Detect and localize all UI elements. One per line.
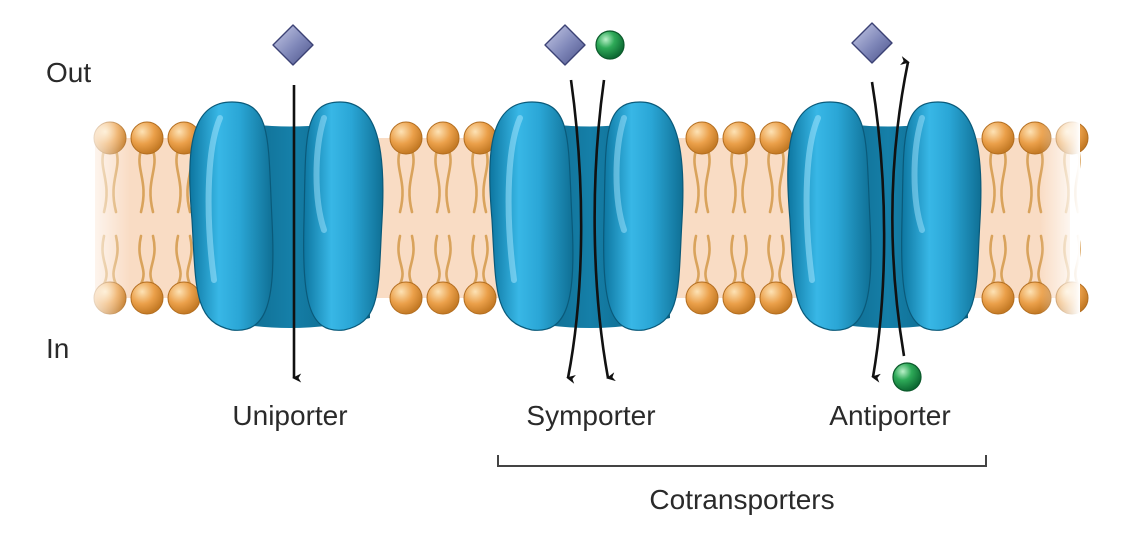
symporter-arrow-diamond	[566, 79, 583, 384]
lipid-head	[722, 121, 756, 155]
transport-arrows	[292, 56, 910, 384]
lipid-head	[722, 281, 756, 315]
transporter-protein	[787, 101, 982, 331]
symporter-label: Symporter	[526, 400, 656, 431]
lipid-head	[981, 121, 1015, 155]
sphere-solute-icon	[892, 362, 922, 392]
lipid-head	[426, 121, 460, 155]
protein-highlight	[613, 115, 627, 233]
antiporter-arrow-out	[891, 56, 910, 357]
lipid-head	[389, 281, 423, 315]
lipid-tail-lower	[730, 234, 748, 286]
protein-highlight	[505, 115, 523, 283]
lipid-tail-lower	[138, 234, 156, 286]
lipid-tail-upper	[138, 148, 156, 214]
uniporter-label: Uniporter	[232, 400, 348, 431]
protein-left-subunit	[787, 101, 872, 331]
sphere-solute-icon	[595, 30, 625, 60]
protein-left-subunit	[489, 101, 574, 331]
lipid-tail-lower	[767, 234, 785, 286]
transport-proteins	[189, 101, 982, 331]
lipid-head	[759, 281, 793, 315]
protein-left-subunit	[189, 101, 274, 331]
lipid-head	[685, 121, 719, 155]
lipid-head	[463, 281, 497, 315]
lipid-head	[130, 121, 164, 155]
cotransporters-label: Cotransporters	[649, 484, 835, 515]
lipid-head	[426, 281, 460, 315]
lipid-tail-upper	[471, 148, 489, 214]
diamond-solute-icon	[272, 24, 314, 66]
protein-highlight	[313, 115, 327, 233]
diamond-solute-icon	[851, 22, 893, 64]
lipid-tail-lower	[989, 234, 1007, 286]
symporter-arrow-sphere	[593, 79, 616, 382]
protein-highlight	[911, 115, 925, 233]
lipid-tail-upper	[989, 148, 1007, 214]
lipid-head	[167, 281, 201, 315]
lipid-tail-upper	[434, 148, 452, 214]
lipid-tail-upper	[767, 148, 785, 214]
in-label: In	[46, 333, 70, 364]
diamond-solute-icon	[544, 24, 586, 66]
protein-right-subunit	[901, 101, 982, 331]
protein-highlight	[205, 115, 223, 283]
membrane-fade-right	[1040, 110, 1080, 325]
lipid-tail-lower	[434, 234, 452, 286]
lipid-tail-lower	[693, 234, 711, 286]
protein-right-subunit	[603, 101, 684, 331]
solute-molecules	[272, 22, 922, 392]
protein-right-subunit	[303, 101, 384, 331]
lipid-tail-lower	[471, 234, 489, 286]
lipid-tail-lower	[175, 234, 193, 286]
transporter-protein	[189, 101, 384, 331]
transporter-protein	[489, 101, 684, 331]
lipid-head	[685, 281, 719, 315]
antiporter-label: Antiporter	[829, 400, 951, 431]
out-label: Out	[46, 57, 92, 88]
protein-highlight	[803, 115, 821, 283]
lipid-tail-upper	[397, 148, 415, 214]
lipid-head	[981, 281, 1015, 315]
membrane-fade-left	[80, 110, 130, 325]
lipid-head	[389, 121, 423, 155]
lipid-head	[759, 121, 793, 155]
lipid-tail-lower	[397, 234, 415, 286]
lipid-tail-upper	[693, 148, 711, 214]
lipid-tail-upper	[730, 148, 748, 214]
lipid-head	[130, 281, 164, 315]
cotransporters-bracket	[497, 455, 987, 467]
antiporter-arrow-in	[870, 81, 886, 383]
